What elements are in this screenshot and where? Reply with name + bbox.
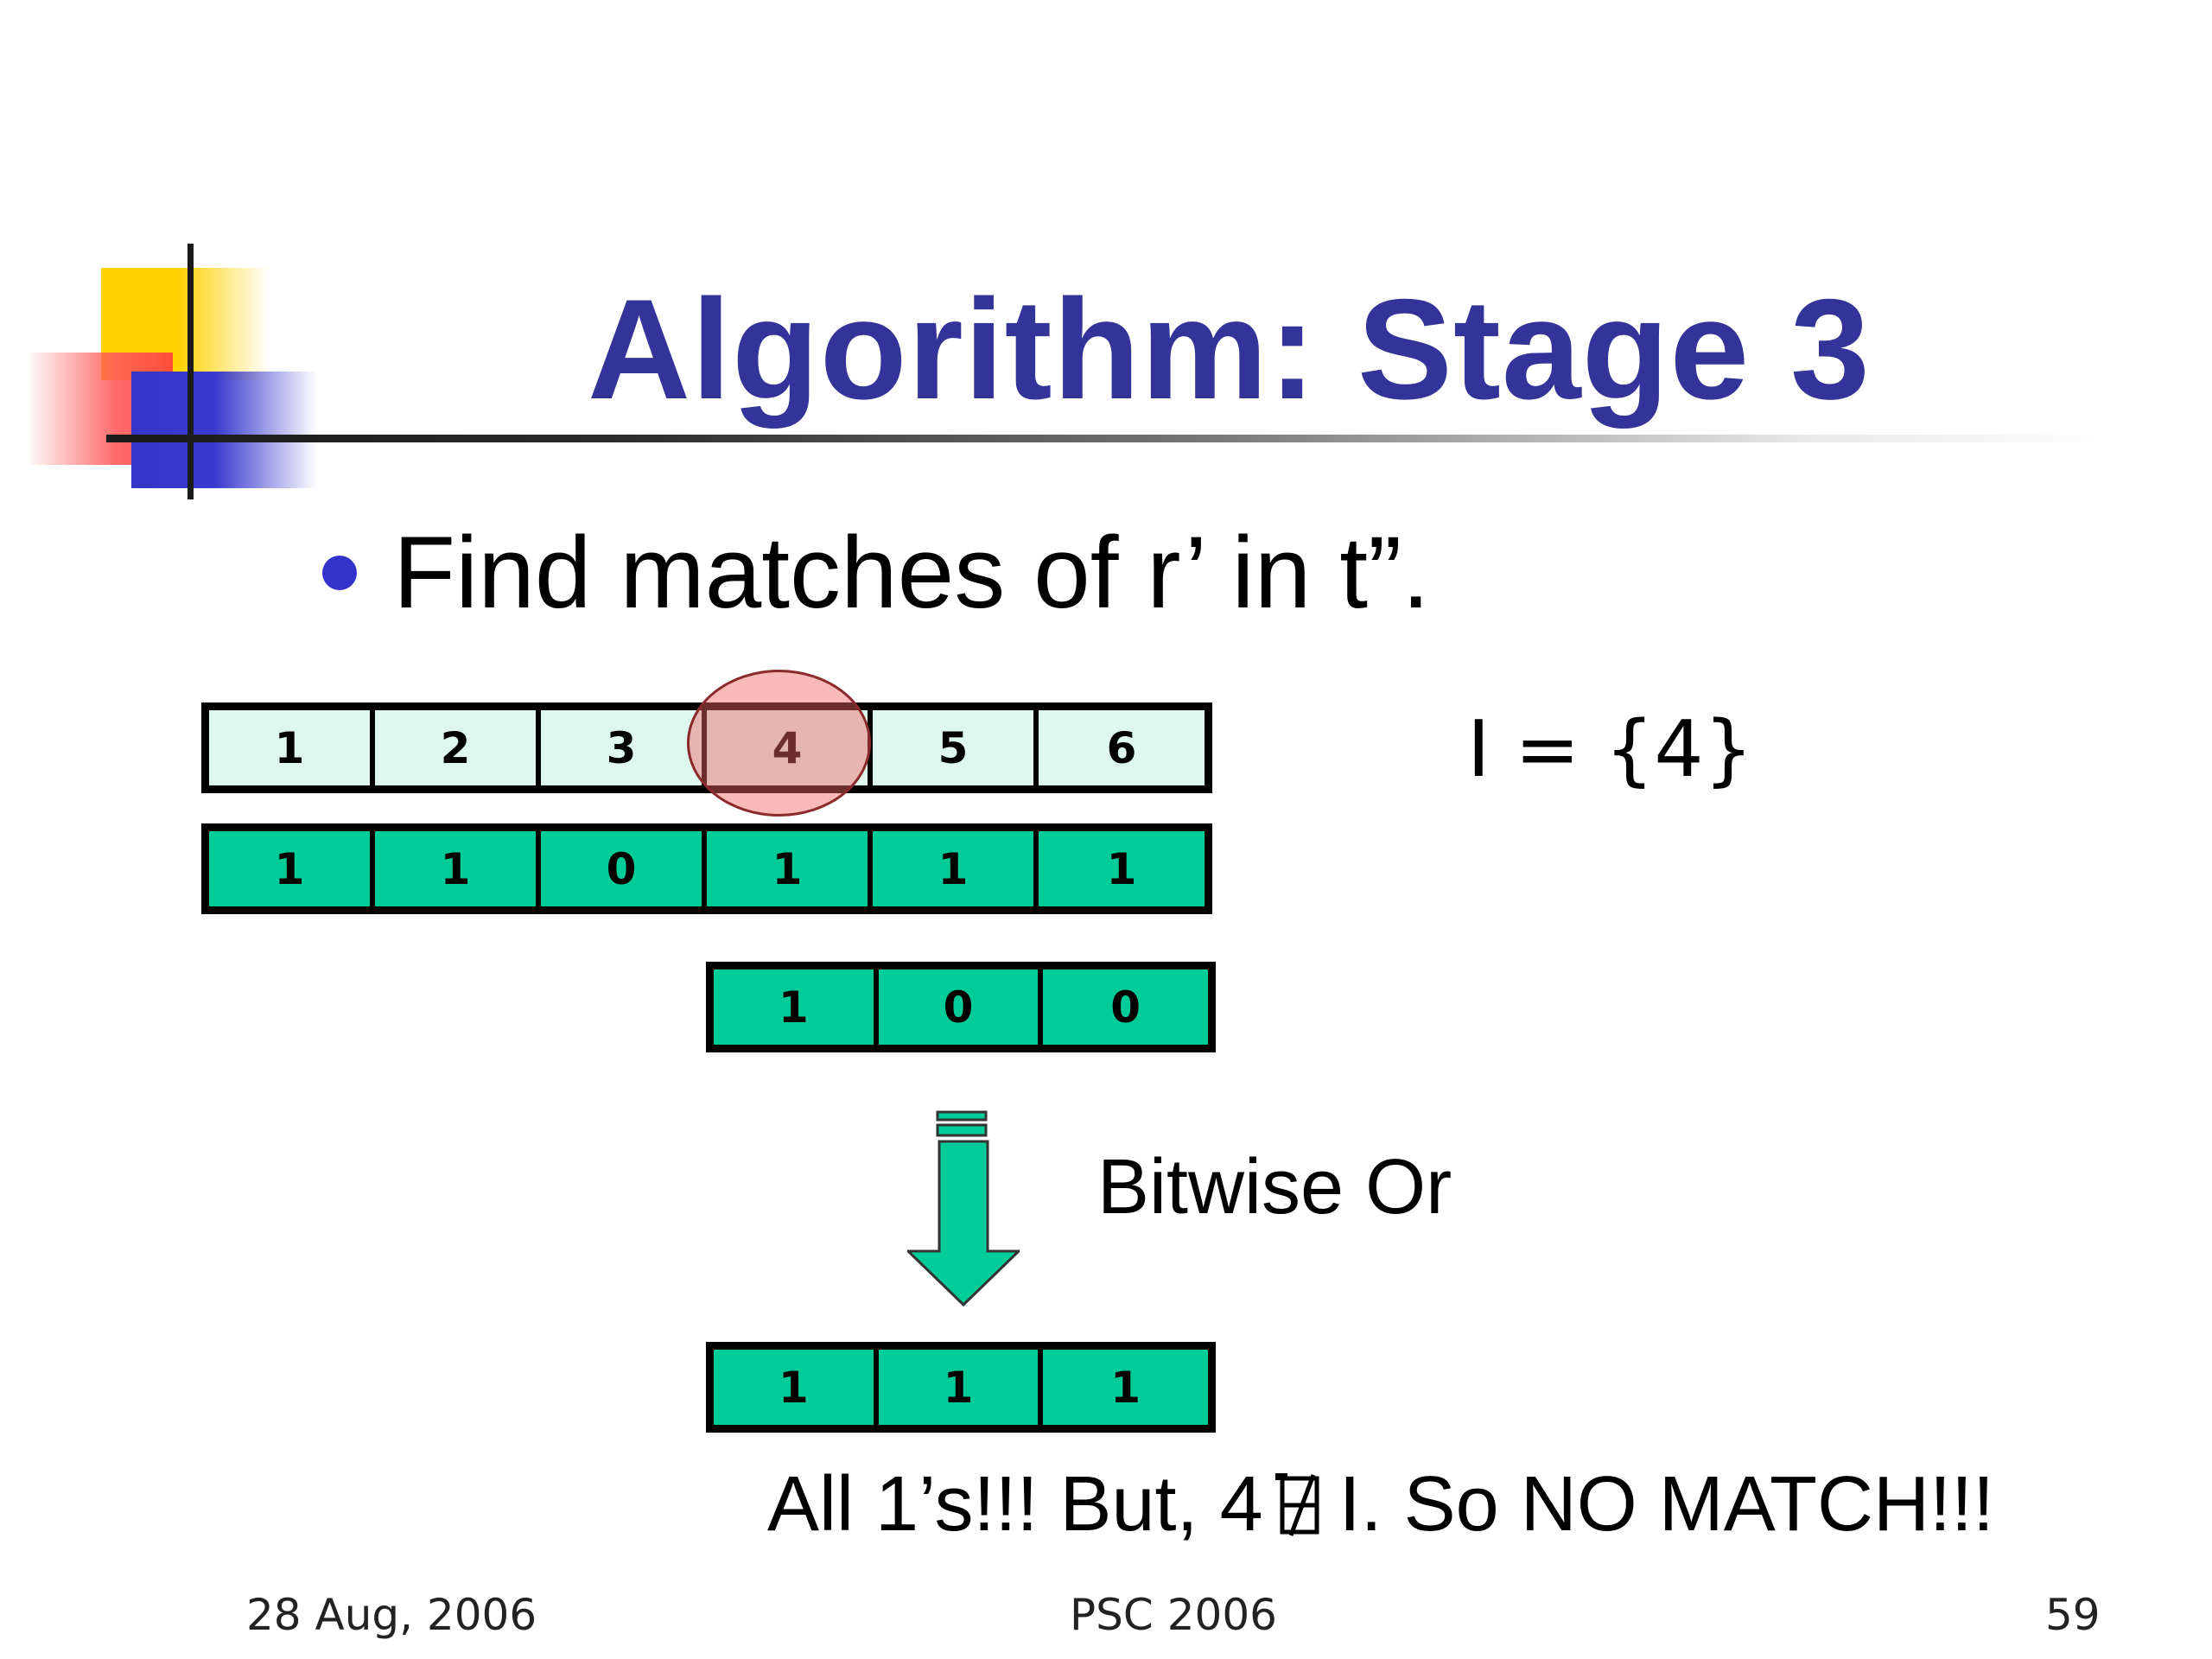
footer-center: PSC 2006 [1070, 1590, 1277, 1640]
index-cell: 3 [541, 710, 708, 785]
bit-cell: 1 [707, 831, 874, 906]
set-label: I = {4} [1467, 704, 1753, 795]
conclusion-part1: All 1’s!!! But, 4 [767, 1461, 1263, 1548]
logo-vertical-line [188, 244, 194, 499]
down-arrow-icon [907, 1110, 1020, 1307]
highlight-ellipse [687, 670, 871, 817]
index-cell: 1 [209, 710, 376, 785]
index-cell: 5 [873, 710, 1039, 785]
bullet-text: Find matches of r’ in t”. [393, 516, 1431, 630]
title-underline [106, 435, 2111, 442]
bit-cell: 0 [541, 831, 708, 906]
footer-date: 28 Aug, 2006 [246, 1590, 537, 1640]
bit-cell: 1 [873, 831, 1039, 906]
text-bits-row: 1 1 0 1 1 1 [201, 823, 1212, 914]
bit-cell: 1 [714, 1350, 879, 1425]
pattern-bits-row: 1 0 0 [706, 962, 1216, 1052]
logo-blue-square [131, 372, 317, 488]
bullet-icon [322, 556, 357, 590]
bit-cell: 0 [1043, 969, 1208, 1045]
not-element-of-icon [1274, 1473, 1319, 1536]
conclusion-text: All 1’s!!! But, 4 I. So NO MATCH!!! [767, 1460, 1994, 1549]
conclusion-part2: I. So NO MATCH!!! [1338, 1461, 1995, 1548]
bit-cell: 1 [209, 831, 376, 906]
bit-cell: 1 [375, 831, 542, 906]
result-row: 1 1 1 [706, 1342, 1216, 1433]
index-cell: 2 [375, 710, 542, 785]
index-cell: 6 [1039, 710, 1205, 785]
bit-cell: 0 [878, 969, 1044, 1045]
page-number: 59 [2045, 1590, 2101, 1640]
bit-cell: 1 [714, 969, 879, 1045]
operation-label: Bitwise Or [1097, 1144, 1452, 1230]
bit-cell: 1 [1039, 831, 1205, 906]
bit-cell: 1 [1043, 1350, 1208, 1425]
slide-title: Algorithm: Stage 3 [588, 270, 1871, 429]
bit-cell: 1 [878, 1350, 1044, 1425]
